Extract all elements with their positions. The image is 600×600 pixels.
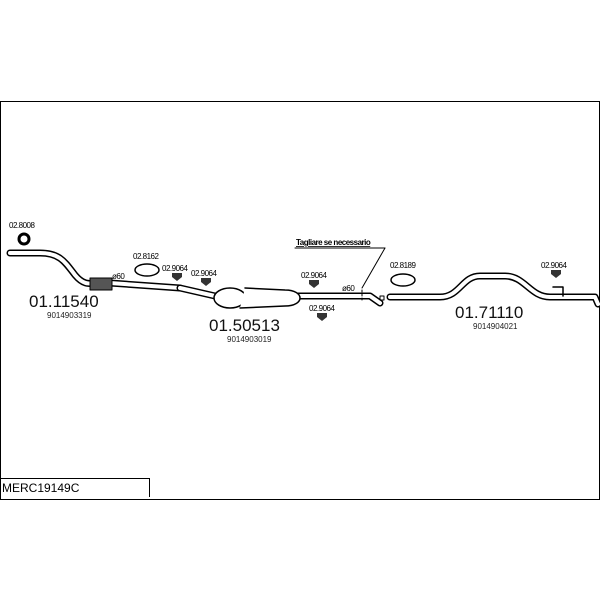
flex-joint	[89, 277, 113, 291]
accessory-label: 02.9064	[191, 269, 217, 278]
accessory-label: 02.9064	[541, 261, 567, 270]
accessory-label: 02.9064	[301, 271, 327, 280]
rubber-mount-icon	[134, 263, 160, 277]
clamp-icon	[17, 232, 31, 246]
rear-pipe[interactable]	[386, 272, 600, 308]
rubber-mount-icon	[390, 273, 416, 287]
hanger-icon	[172, 273, 182, 281]
part-number[interactable]: 01.71110	[455, 303, 523, 322]
oe-number: 9014904021	[473, 322, 518, 331]
part-number[interactable]: 01.11540	[29, 292, 99, 311]
hanger-icon	[317, 313, 327, 321]
part-number[interactable]: 01.50513	[209, 316, 280, 335]
oe-number: 9014903319	[47, 311, 92, 320]
cut-note: Tagliare se necessario	[296, 238, 371, 247]
accessory-label: 02.9064	[309, 304, 335, 313]
accessory-label: 02.9064	[162, 264, 188, 273]
oe-number: 9014903019	[227, 335, 272, 344]
hanger-icon	[309, 280, 319, 288]
accessory-label: 02.8008	[9, 221, 35, 230]
diameter-label: ø60	[112, 272, 125, 281]
accessory-label: 02.8189	[390, 261, 416, 270]
accessory-label: 02.8162	[133, 252, 159, 261]
hanger-icon	[551, 270, 561, 278]
hanger-icon	[201, 278, 211, 286]
diameter-label: ø60	[342, 284, 355, 293]
model-code-label: MERC19149C	[0, 478, 150, 497]
